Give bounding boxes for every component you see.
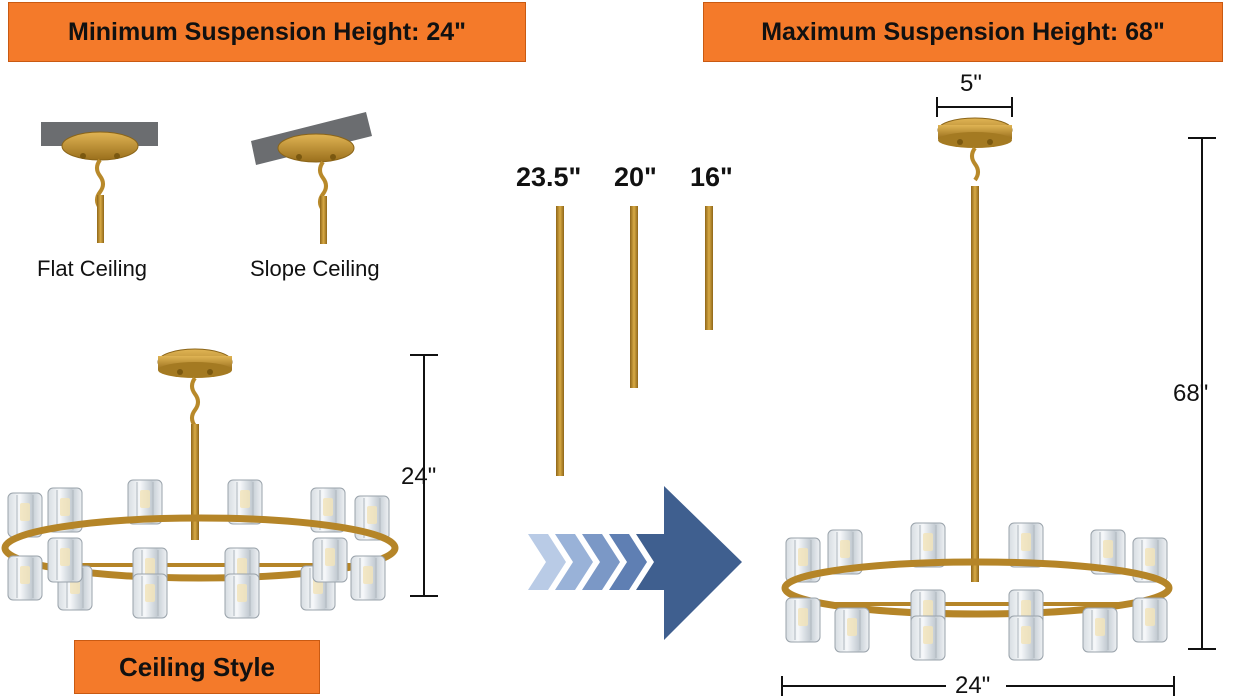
rod-23-5-label: 23.5": [516, 162, 582, 192]
rod-20: [630, 206, 638, 388]
slope-canopy: [277, 133, 355, 163]
fixture-width-label: 24": [955, 672, 991, 699]
flat-canopy: [61, 131, 139, 161]
flat-rod: [97, 195, 104, 243]
slope-ceiling-label: Slope Ceiling: [250, 256, 380, 281]
flat-ceiling-diagram: [41, 122, 158, 243]
rod-20-label: 20": [614, 162, 657, 192]
canopy-width-dimension-line: [936, 97, 1013, 117]
rod-16-label: 16": [690, 162, 733, 192]
fixture-width-dimension-line: [781, 676, 1175, 696]
rod-16: [705, 206, 713, 330]
rod-23-5: [556, 206, 564, 476]
canopy-width-label: 5": [960, 70, 982, 97]
slope-rod: [320, 196, 327, 244]
ceiling-style-banner: Ceiling Style: [74, 640, 320, 694]
flat-ceiling-label: Flat Ceiling: [37, 256, 148, 281]
slope-ceiling-diagram: [251, 112, 372, 244]
min-height-label: 24": [401, 463, 437, 490]
max-height-banner: Maximum Suspension Height: 68": [703, 2, 1223, 62]
max-height-label: 68": [1173, 380, 1209, 407]
extension-arrow: [528, 486, 742, 640]
min-height-banner: Minimum Suspension Height: 24": [8, 2, 526, 62]
max-chandelier: [781, 117, 1173, 661]
min-chandelier: [1, 348, 399, 619]
max-height-dimension-line: [1188, 137, 1216, 650]
min-height-dimension-line: [410, 354, 438, 597]
